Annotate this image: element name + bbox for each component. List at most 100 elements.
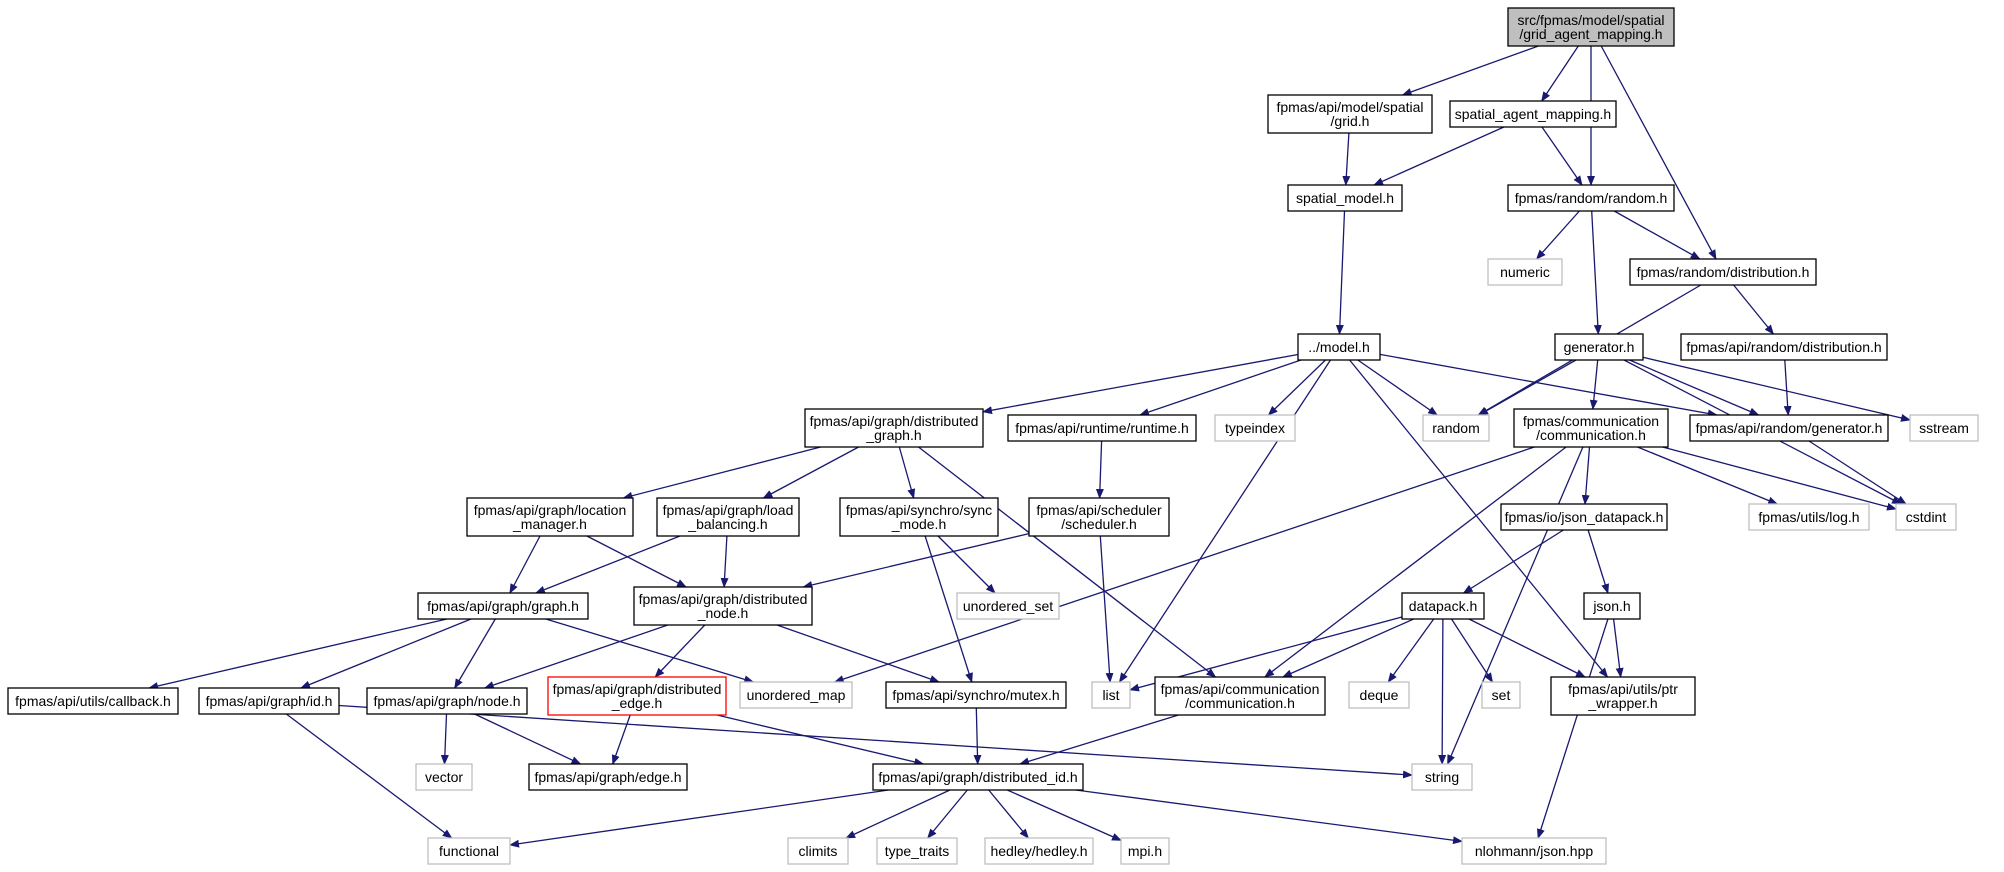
edge-distributed_edge-to-edge_h [611, 714, 631, 765]
node-grid-h[interactable]: fpmas/api/model/spatial/grid.h [1267, 94, 1433, 134]
node-box [1550, 676, 1696, 716]
node-box [876, 837, 958, 865]
node-random-random[interactable]: fpmas/random/random.h [1507, 184, 1675, 212]
node-label: fpmas/api/utils/callback.h [15, 693, 171, 709]
edge-id_h-to-string [338, 704, 1413, 779]
node-label: fpmas/api/graph/distributed [553, 681, 722, 697]
node-runtime[interactable]: fpmas/api/runtime/runtime.h [1007, 414, 1197, 442]
node-label: nlohmann/json.hpp [1475, 843, 1594, 859]
node-box [1748, 503, 1870, 531]
edge-model_h-to-ptr_wrapper [1349, 359, 1609, 678]
node-spatial-model[interactable]: spatial_model.h [1287, 184, 1403, 212]
edge-distributed_id-to-nlohmann_json [1075, 789, 1463, 845]
edge-grid_h-to-spatial_model [1342, 132, 1351, 186]
node-edge-h[interactable]: fpmas/api/graph/edge.h [528, 763, 688, 791]
node-label: _manager.h [512, 516, 587, 532]
edge-communication_comm-to-cstdint [1662, 446, 1897, 511]
node-api-random-distribution[interactable]: fpmas/api/random/distribution.h [1680, 333, 1888, 361]
node-generator-h[interactable]: generator.h [1554, 333, 1644, 361]
node-label: _graph.h [865, 427, 921, 443]
node-node-h[interactable]: fpmas/api/graph/node.h [366, 687, 528, 715]
edge-scheduler-to-distributed_node [802, 532, 1030, 589]
node-box [656, 497, 800, 537]
node-json-h[interactable]: json.h [1583, 592, 1641, 620]
edge-graph_h-to-unordered_map [545, 618, 755, 684]
node-label: fpmas/random/distribution.h [1637, 264, 1810, 280]
node-location-manager[interactable]: fpmas/api/graph/location_manager.h [466, 497, 634, 537]
node-label: generator.h [1564, 339, 1635, 355]
node-box [1401, 592, 1485, 620]
node-functional: functional [427, 837, 511, 865]
edge-api_random_generator-to-cstdint [1808, 440, 1907, 505]
node-utils-log: fpmas/utils/log.h [1748, 503, 1870, 531]
node-box [466, 497, 634, 537]
node-label: mpi.h [1128, 843, 1162, 859]
edge-datapack-to-ptr_wrapper [1468, 618, 1586, 678]
edge-datapack-to-api_communication [1281, 618, 1414, 678]
node-box [1554, 333, 1644, 361]
edge-distributed_node-to-distributed_edge [654, 624, 706, 678]
edge-distributed_id-to-type_traits [927, 789, 968, 839]
node-label: /communication.h [1536, 427, 1646, 443]
node-spatial-agent-mapping[interactable]: spatial_agent_mapping.h [1449, 100, 1617, 128]
node-label: fpmas/api/graph/graph.h [427, 598, 579, 614]
node-numeric: numeric [1487, 258, 1563, 286]
node-box [1287, 184, 1403, 212]
node-box [839, 497, 999, 537]
edge-id_h-to-functional [285, 713, 453, 839]
node-load-balancing[interactable]: fpmas/api/graph/load_balancing.h [656, 497, 800, 537]
node-random-distribution[interactable]: fpmas/random/distribution.h [1629, 258, 1817, 286]
node-sync-mode[interactable]: fpmas/api/synchro/sync_mode.h [839, 497, 999, 537]
edge-graph_h-to-callback [148, 618, 448, 690]
node-label: functional [439, 843, 499, 859]
node-box [528, 763, 688, 791]
edge-distributed_node-to-mutex [776, 624, 940, 683]
node-box [1120, 837, 1170, 865]
node-box [1513, 408, 1669, 448]
node-box [633, 586, 813, 626]
node-label: fpmas/random/random.h [1515, 190, 1668, 206]
node-box [547, 676, 727, 716]
node-box [427, 837, 511, 865]
node-api-random-generator[interactable]: fpmas/api/random/generator.h [1689, 414, 1889, 442]
edge-root-to-grid_h [1401, 45, 1539, 96]
node-set: set [1481, 681, 1521, 709]
edge-spatial_agent_mapping-to-spatial_model [1373, 126, 1505, 186]
node-scheduler[interactable]: fpmas/api/scheduler/scheduler.h [1028, 497, 1170, 537]
edge-graph_h-to-node_h [454, 618, 496, 689]
node-mutex[interactable]: fpmas/api/synchro/mutex.h [885, 681, 1067, 709]
node-distributed-edge[interactable]: fpmas/api/graph/distributed_edge.h [547, 676, 727, 716]
node-box [1091, 681, 1131, 709]
node-datapack[interactable]: datapack.h [1401, 592, 1485, 620]
node-label: deque [1360, 687, 1399, 703]
node-distributed-graph[interactable]: fpmas/api/graph/distributed_graph.h [804, 408, 984, 448]
node-label: json.h [1592, 598, 1630, 614]
node-model-h[interactable]: ../model.h [1297, 333, 1381, 361]
edge-distributed_graph-to-load_balancing [762, 446, 859, 499]
node-box [1411, 763, 1473, 791]
edge-api_random_distribution-to-api_random_generator [1783, 359, 1792, 416]
node-label: type_traits [885, 843, 950, 859]
node-ptr-wrapper[interactable]: fpmas/api/utils/ptr_wrapper.h [1550, 676, 1696, 716]
node-distributed-id[interactable]: fpmas/api/graph/distributed_id.h [872, 763, 1084, 791]
node-label: sstream [1919, 420, 1969, 436]
node-json-datapack[interactable]: fpmas/io/json_datapack.h [1500, 503, 1668, 531]
node-box [1689, 414, 1889, 442]
node-callback[interactable]: fpmas/api/utils/callback.h [7, 687, 179, 715]
node-box [1500, 503, 1668, 531]
node-box [1895, 503, 1957, 531]
node-id-h[interactable]: fpmas/api/graph/id.h [198, 687, 340, 715]
node-box [1507, 184, 1675, 212]
node-graph-h[interactable]: fpmas/api/graph/graph.h [417, 592, 589, 620]
node-label: fpmas/api/random/distribution.h [1686, 339, 1881, 355]
edges-layer [148, 45, 1911, 848]
edge-generator_h-to-random [1478, 359, 1577, 416]
edge-generator_h-to-communication_comm [1589, 359, 1599, 410]
node-communication-comm[interactable]: fpmas/communication/communication.h [1513, 408, 1669, 448]
node-distributed-node[interactable]: fpmas/api/graph/distributed_node.h [633, 586, 813, 626]
node-root[interactable]: src/fpmas/model/spatial/grid_agent_mappi… [1507, 7, 1675, 47]
edge-model_h-to-distributed_graph [982, 353, 1299, 415]
node-api-communication[interactable]: fpmas/api/communication/communication.h [1154, 676, 1326, 716]
node-label: fpmas/api/graph/load [663, 502, 794, 518]
